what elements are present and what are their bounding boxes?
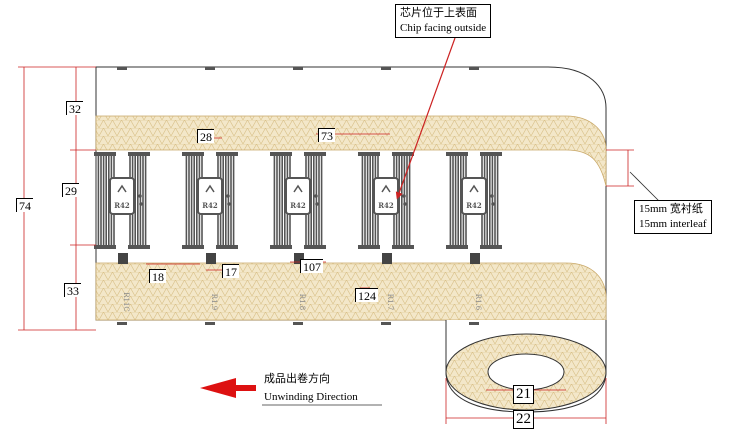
dim-pad: 17 [222, 264, 239, 278]
chip-note-cn: 芯片位于上表面 [400, 7, 477, 19]
chip-leader-line [395, 37, 456, 200]
chip-note: 芯片位于上表面 Chip facing outside [395, 4, 492, 38]
sprocket-mark [117, 67, 127, 70]
dim-edge: 124 [355, 288, 378, 302]
sprocket-mark [469, 322, 479, 325]
tag-code: R42 [290, 201, 306, 210]
sprocket-mark [117, 322, 127, 325]
dim-total-height: 74 [16, 198, 33, 212]
sprocket-mark [381, 322, 391, 325]
dim-inlay-width: 28 [197, 129, 214, 143]
dim-core-outer: 22 [513, 410, 534, 429]
tag-pad [382, 253, 392, 264]
dim-offset: 107 [300, 259, 323, 273]
dim-bottom-margin: 33 [64, 283, 81, 297]
tag-pad [206, 253, 216, 264]
chip-note-en: Chip facing outside [400, 22, 487, 34]
sprocket-mark [469, 67, 479, 70]
dim-inlay-height: 29 [62, 183, 79, 197]
dim-top-margin: 32 [66, 101, 83, 115]
sprocket-marks [117, 67, 479, 325]
unwind-note-en: Unwinding Direction [264, 391, 358, 403]
tag-code: R42 [202, 201, 218, 210]
interleaf-note-en: 15mm interleaf [639, 218, 707, 230]
tag-serial: R1.8 [298, 294, 306, 310]
tag-pad [470, 253, 480, 264]
sprocket-mark [381, 67, 391, 70]
tag-pad [118, 253, 128, 264]
tag-code: R42 [378, 201, 394, 210]
tag-serial: R1.7 [386, 294, 394, 310]
tag-code: R42 [114, 201, 130, 210]
dim-pitch: 73 [318, 128, 335, 142]
dim-gap: 18 [149, 269, 166, 283]
interleaf-note: 15mm 宽衬纸 15mm interleaf [634, 200, 712, 234]
unwind-note-cn: 成品出卷方向 [264, 373, 330, 385]
tag-code: R42 [466, 201, 482, 210]
tag-pad [294, 253, 304, 264]
sprocket-mark [293, 67, 303, 70]
dim-core-inner: 21 [513, 385, 534, 404]
tag-serial: R1.9 [210, 294, 218, 310]
sprocket-mark [205, 322, 215, 325]
unwinding-arrow-icon [200, 378, 256, 398]
sprocket-mark [293, 322, 303, 325]
tag-serial: R11C [122, 292, 130, 312]
sprocket-mark [205, 67, 215, 70]
unwind-note: 成品出卷方向 Unwinding Direction [264, 372, 358, 405]
interleaf-note-cn: 15mm 宽衬纸 [639, 203, 703, 215]
bottom-interleaf-band [95, 262, 607, 321]
tag-serial: R1.6 [474, 294, 482, 311]
